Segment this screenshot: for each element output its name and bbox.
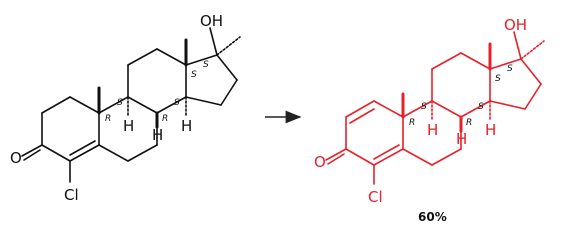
reactant-bonds: [21, 27, 241, 183]
reactant-stereo-c8: R: [162, 114, 168, 124]
reactant-stereo-c13: S: [191, 70, 197, 80]
product-stereo-c8: R: [466, 118, 472, 128]
product-bonds: [325, 31, 545, 185]
reactant-stereo-c10: R: [105, 114, 111, 124]
reactant-oxygen-label: O: [10, 149, 22, 167]
reactant-oh-label: OH: [200, 12, 223, 30]
reactant-h14-label: H: [181, 117, 192, 135]
product-h8-label: H: [456, 130, 467, 148]
product-oh-label: OH: [504, 16, 527, 34]
yield-label: 60%: [418, 210, 447, 224]
product-stereo-c9: S: [421, 102, 427, 112]
product-h9-label: H: [427, 121, 438, 139]
reactant-structure: OH O Cl H H H S S S S R R: [10, 12, 241, 204]
product-h14-label: H: [485, 121, 496, 139]
reactant-chlorine-label: Cl: [64, 186, 79, 204]
reactant-stereo-c17: S: [203, 60, 209, 70]
product-stereo-c10: R: [409, 118, 415, 128]
reactant-h8-label: H: [152, 126, 163, 144]
reactant-stereo-c9: S: [117, 98, 123, 108]
reactant-h9-label: H: [123, 117, 134, 135]
reactant-stereo-c14: S: [174, 98, 180, 108]
product-chlorine-label: Cl: [368, 188, 383, 206]
reaction-scheme: OH O Cl H H H S S S S R R: [10, 12, 545, 224]
product-stereo-c13: S: [495, 74, 501, 84]
product-stereo-c17: S: [507, 64, 513, 74]
product-structure: OH O Cl H H H S S S S R R: [314, 16, 545, 206]
product-oxygen-label: O: [314, 153, 326, 171]
product-stereo-c14: S: [478, 102, 484, 112]
